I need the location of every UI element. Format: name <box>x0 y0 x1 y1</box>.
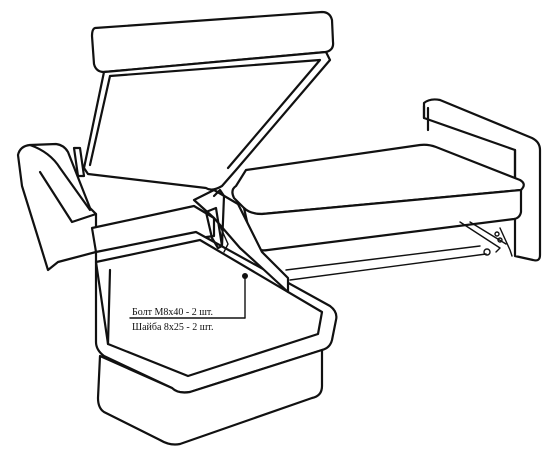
bolt-marker <box>242 273 248 279</box>
callout-line-1: Болт М8х40 - 2 шт. <box>132 307 213 318</box>
chaise-module <box>16 142 338 446</box>
hardware-callout: Болт М8х40 - 2 шт. Шайба 8х25 - 2 шт. <box>129 307 246 333</box>
storage-box-rear <box>90 204 216 254</box>
lid-strut-left <box>72 146 86 178</box>
chaise-front <box>96 348 324 446</box>
sofa-right-section <box>231 98 542 281</box>
mechanism-frame <box>285 221 507 281</box>
callout-line-2: Шайба 8х25 - 2 шт. <box>132 322 214 333</box>
left-armrest <box>16 142 98 272</box>
hinge-hardware <box>204 188 226 250</box>
right-backrest <box>422 98 542 262</box>
right-backrest-side <box>422 104 430 132</box>
storage-lid <box>72 10 335 191</box>
